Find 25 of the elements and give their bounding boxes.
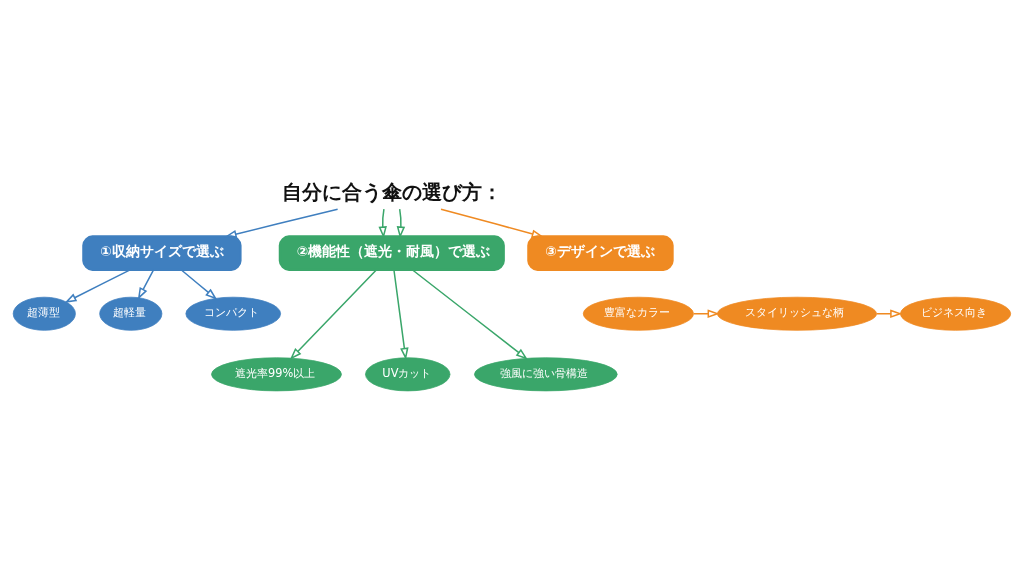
node-ellipse: 遮光率99%以上	[211, 357, 342, 392]
arrow	[693, 309, 720, 318]
node-box: ③デザインで選ぶ	[527, 235, 674, 271]
arrow	[137, 269, 155, 300]
arrow	[378, 208, 387, 239]
arrow	[393, 269, 409, 360]
node-ellipse: コンパクト	[185, 296, 281, 331]
node-ellipse: UVカット	[365, 357, 451, 392]
node-box: ①収納サイズで選ぶ	[82, 235, 242, 271]
arrow	[224, 208, 339, 239]
node-ellipse: 超薄型	[12, 296, 76, 331]
node-ellipse: 豊富なカラー	[582, 296, 694, 331]
arrow	[180, 269, 218, 300]
node-ellipse: ビジネス向き	[900, 296, 1012, 331]
node-ellipse: 強風に強い骨構造	[474, 357, 618, 392]
arrow	[875, 309, 903, 318]
arrow	[440, 208, 544, 238]
node-ellipse: 超軽量	[99, 296, 163, 331]
arrow	[411, 269, 528, 360]
arrow	[64, 269, 131, 303]
node-ellipse: スタイリッシュな柄	[717, 296, 877, 331]
node-box: ②機能性（遮光・耐風）で選ぶ	[278, 235, 505, 271]
node-text: 自分に合う傘の選び方：	[282, 181, 503, 205]
arrow	[289, 269, 377, 360]
arrow	[396, 208, 406, 239]
